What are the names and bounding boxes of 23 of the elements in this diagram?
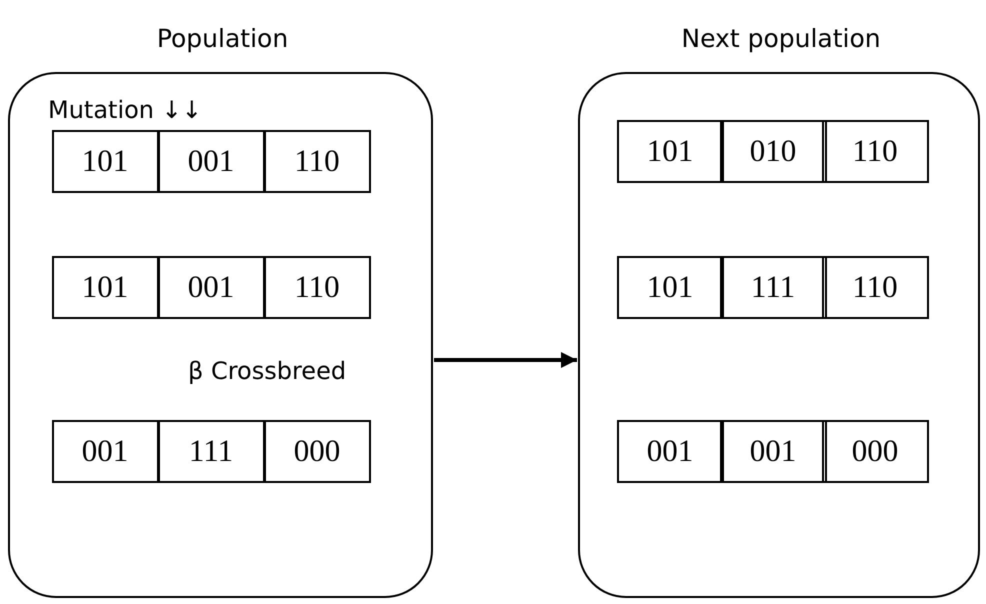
gene-cell: 001 [720,420,826,482]
gene-cell: 101 [616,256,724,318]
gene-cell: 101 [52,130,158,192]
gene-cell: 010 [720,120,826,182]
operation-label: β Crossbreed [188,357,346,385]
gene-cell: 001 [158,256,264,318]
gene-cell: 101 [52,256,158,318]
gene-cell: 000 [822,420,928,482]
gene-cell: 101 [616,120,724,182]
gene-cell: 110 [264,130,370,192]
gene-cell: 001 [158,130,264,192]
gene-cell: 001 [616,420,724,482]
panel-title: Next population [680,24,882,53]
arrow [434,352,577,368]
gene-cell: 111 [720,256,826,318]
gene-cell: 110 [264,256,370,318]
gene-cell: 111 [158,420,264,482]
gene-cell: 000 [264,420,370,482]
operation-label: Mutation ↓↓ [48,96,202,124]
gene-cell: 110 [822,120,928,182]
gene-cell: 110 [822,256,928,318]
gene-cell: 001 [52,420,158,482]
panel-title: Population [156,24,290,53]
